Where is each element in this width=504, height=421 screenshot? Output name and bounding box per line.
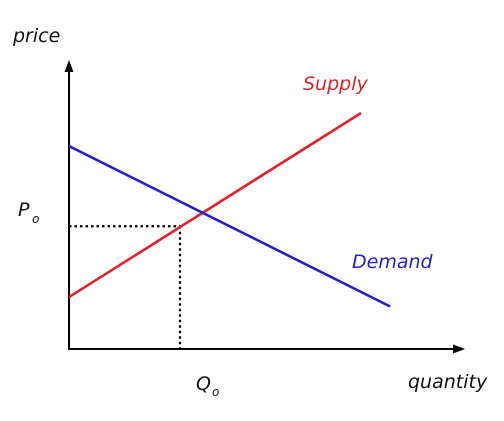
supply-label: Supply (303, 73, 369, 95)
supply-line (68, 111, 362, 299)
y-axis-arrow-icon (64, 60, 74, 72)
y-axis-label: price (12, 25, 60, 47)
x-axis-arrow-icon (453, 344, 465, 354)
equilibrium-price-subscript: o (32, 212, 39, 226)
equilibrium-quantity-subscript: o (212, 385, 219, 399)
demand-line (68, 144, 391, 308)
x-axis-label: quantity (408, 371, 488, 393)
equilibrium-quantity-label: Q (196, 373, 211, 395)
demand-label: Demand (352, 251, 434, 273)
equilibrium-price-label: P (18, 199, 30, 221)
